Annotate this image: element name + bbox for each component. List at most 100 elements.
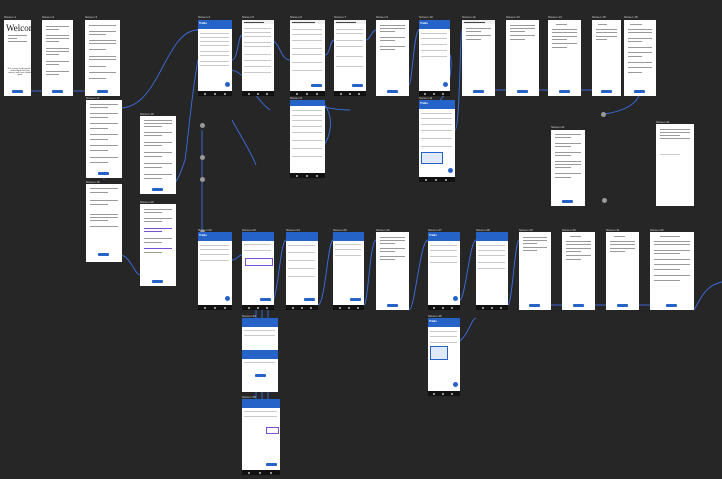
screen-18[interactable] [86,184,122,262]
next-button[interactable] [473,90,484,93]
app-logo: Trello [199,233,208,237]
screen-31[interactable] [606,232,639,310]
end-node-2 [602,198,607,203]
wire-s9-s10 [408,29,420,86]
screen-label-5: Screen 5 [242,15,255,19]
next-button[interactable] [601,90,612,93]
add-fab-icon[interactable] [453,296,458,301]
screen-label-1: Screen 1 [4,15,17,19]
screen-label-32: Screen 32 [650,228,664,232]
screen-28-phone[interactable] [476,232,508,310]
screen-10-phone[interactable]: Trello [419,20,450,96]
end-node-1 [601,112,606,117]
next-button[interactable] [152,280,163,283]
junction-node-1 [200,123,205,128]
screen-label-24: Screen 24 [286,228,300,232]
next-button[interactable] [152,188,163,191]
screen-16[interactable] [624,20,656,96]
wire-s6-s7 [324,39,335,56]
screen-22-phone[interactable]: Trello [198,232,232,310]
screen-29[interactable] [519,232,551,310]
screen-15[interactable] [592,20,621,96]
wire-loop-1 [231,119,257,166]
screen-label-29: Screen 29 [519,228,533,232]
screen-4-phone[interactable]: Trello [198,20,232,96]
screen-label-19: Screen 19 [140,112,154,116]
wire-s8-s9 [365,29,377,41]
next-button[interactable] [559,90,570,93]
screen-19[interactable] [140,116,176,194]
screen-1-welcome[interactable]: Welcome This survey is designed to under… [4,20,31,96]
screen-23-phone[interactable] [242,232,274,310]
screen-5-phone[interactable] [242,20,274,96]
screen-label-35: Screen 35 [428,314,442,318]
welcome-body: This survey is designed to understand ho… [7,68,31,76]
screen-9[interactable] [376,20,409,96]
screen-34-phone[interactable] [242,350,278,392]
next-button[interactable] [387,304,398,307]
screen-label-17: Screen 17 [86,96,100,100]
screen-30[interactable] [562,232,595,310]
screen-12[interactable] [462,20,495,96]
wire-s24-s25 [317,239,334,306]
add-fab-icon[interactable] [453,382,458,387]
screen-24-phone[interactable] [286,232,318,310]
next-button[interactable] [97,90,108,93]
wire-s25-s26 [363,239,377,306]
screen-7-phone[interactable] [334,20,366,96]
primary-button[interactable] [311,84,322,87]
welcome-next-button[interactable] [12,90,23,93]
screen-label-16: Screen 16 [624,15,638,19]
next-button[interactable] [634,90,645,93]
screen-36-phone[interactable] [242,399,280,475]
screen-25-phone[interactable] [333,232,364,310]
screen-label-23: Screen 23 [242,228,256,232]
next-button[interactable] [573,304,584,307]
next-button[interactable] [562,200,573,203]
primary-button[interactable] [260,298,271,301]
screen-label-8: Screen 8 [290,96,303,100]
next-button[interactable] [98,253,109,256]
screen-32[interactable] [650,232,694,310]
screen-11-phone[interactable]: Trello [419,100,455,182]
add-fab-icon[interactable] [225,82,230,87]
add-fab-icon[interactable] [225,296,230,301]
screen-label-7: Screen 7 [334,15,347,19]
screen-8-phone[interactable] [290,100,325,178]
screen-41[interactable] [656,124,694,206]
screen-20[interactable] [140,204,176,286]
screen-17[interactable] [86,100,122,178]
wire-s4-s5 [231,34,243,61]
next-button[interactable] [517,90,528,93]
wire-s3-s4 [119,29,199,109]
screen-14[interactable] [548,20,581,96]
screen-6-phone[interactable] [290,20,325,96]
screen-13[interactable] [506,20,539,96]
primary-button[interactable] [350,298,361,301]
wire-s11-s12 [454,29,463,131]
app-logo: Trello [420,101,429,105]
primary-button[interactable] [255,374,266,377]
screen-2[interactable] [42,20,73,96]
screen-3[interactable] [85,20,120,96]
screen-21[interactable] [551,130,585,206]
screen-label-12: Screen 12 [462,15,476,19]
screen-35-phone[interactable]: Trello [428,318,460,396]
next-button[interactable] [617,304,628,307]
screen-label-20: Screen 20 [140,200,154,204]
screen-label-13: Screen 13 [506,15,520,19]
primary-button[interactable] [352,84,363,87]
next-button[interactable] [387,90,398,93]
next-button[interactable] [98,172,109,175]
next-button[interactable] [666,304,677,307]
next-button[interactable] [529,304,540,307]
screen-label-25: Screen 25 [333,228,347,232]
screen-27-phone[interactable]: Trello [428,232,460,310]
screen-26[interactable] [376,232,409,310]
next-button[interactable] [52,90,63,93]
primary-button[interactable] [304,298,315,301]
add-fab-icon[interactable] [443,82,448,87]
screen-label-10: Screen 10 [419,15,433,19]
add-fab-icon[interactable] [448,168,453,173]
primary-button[interactable] [266,463,277,466]
